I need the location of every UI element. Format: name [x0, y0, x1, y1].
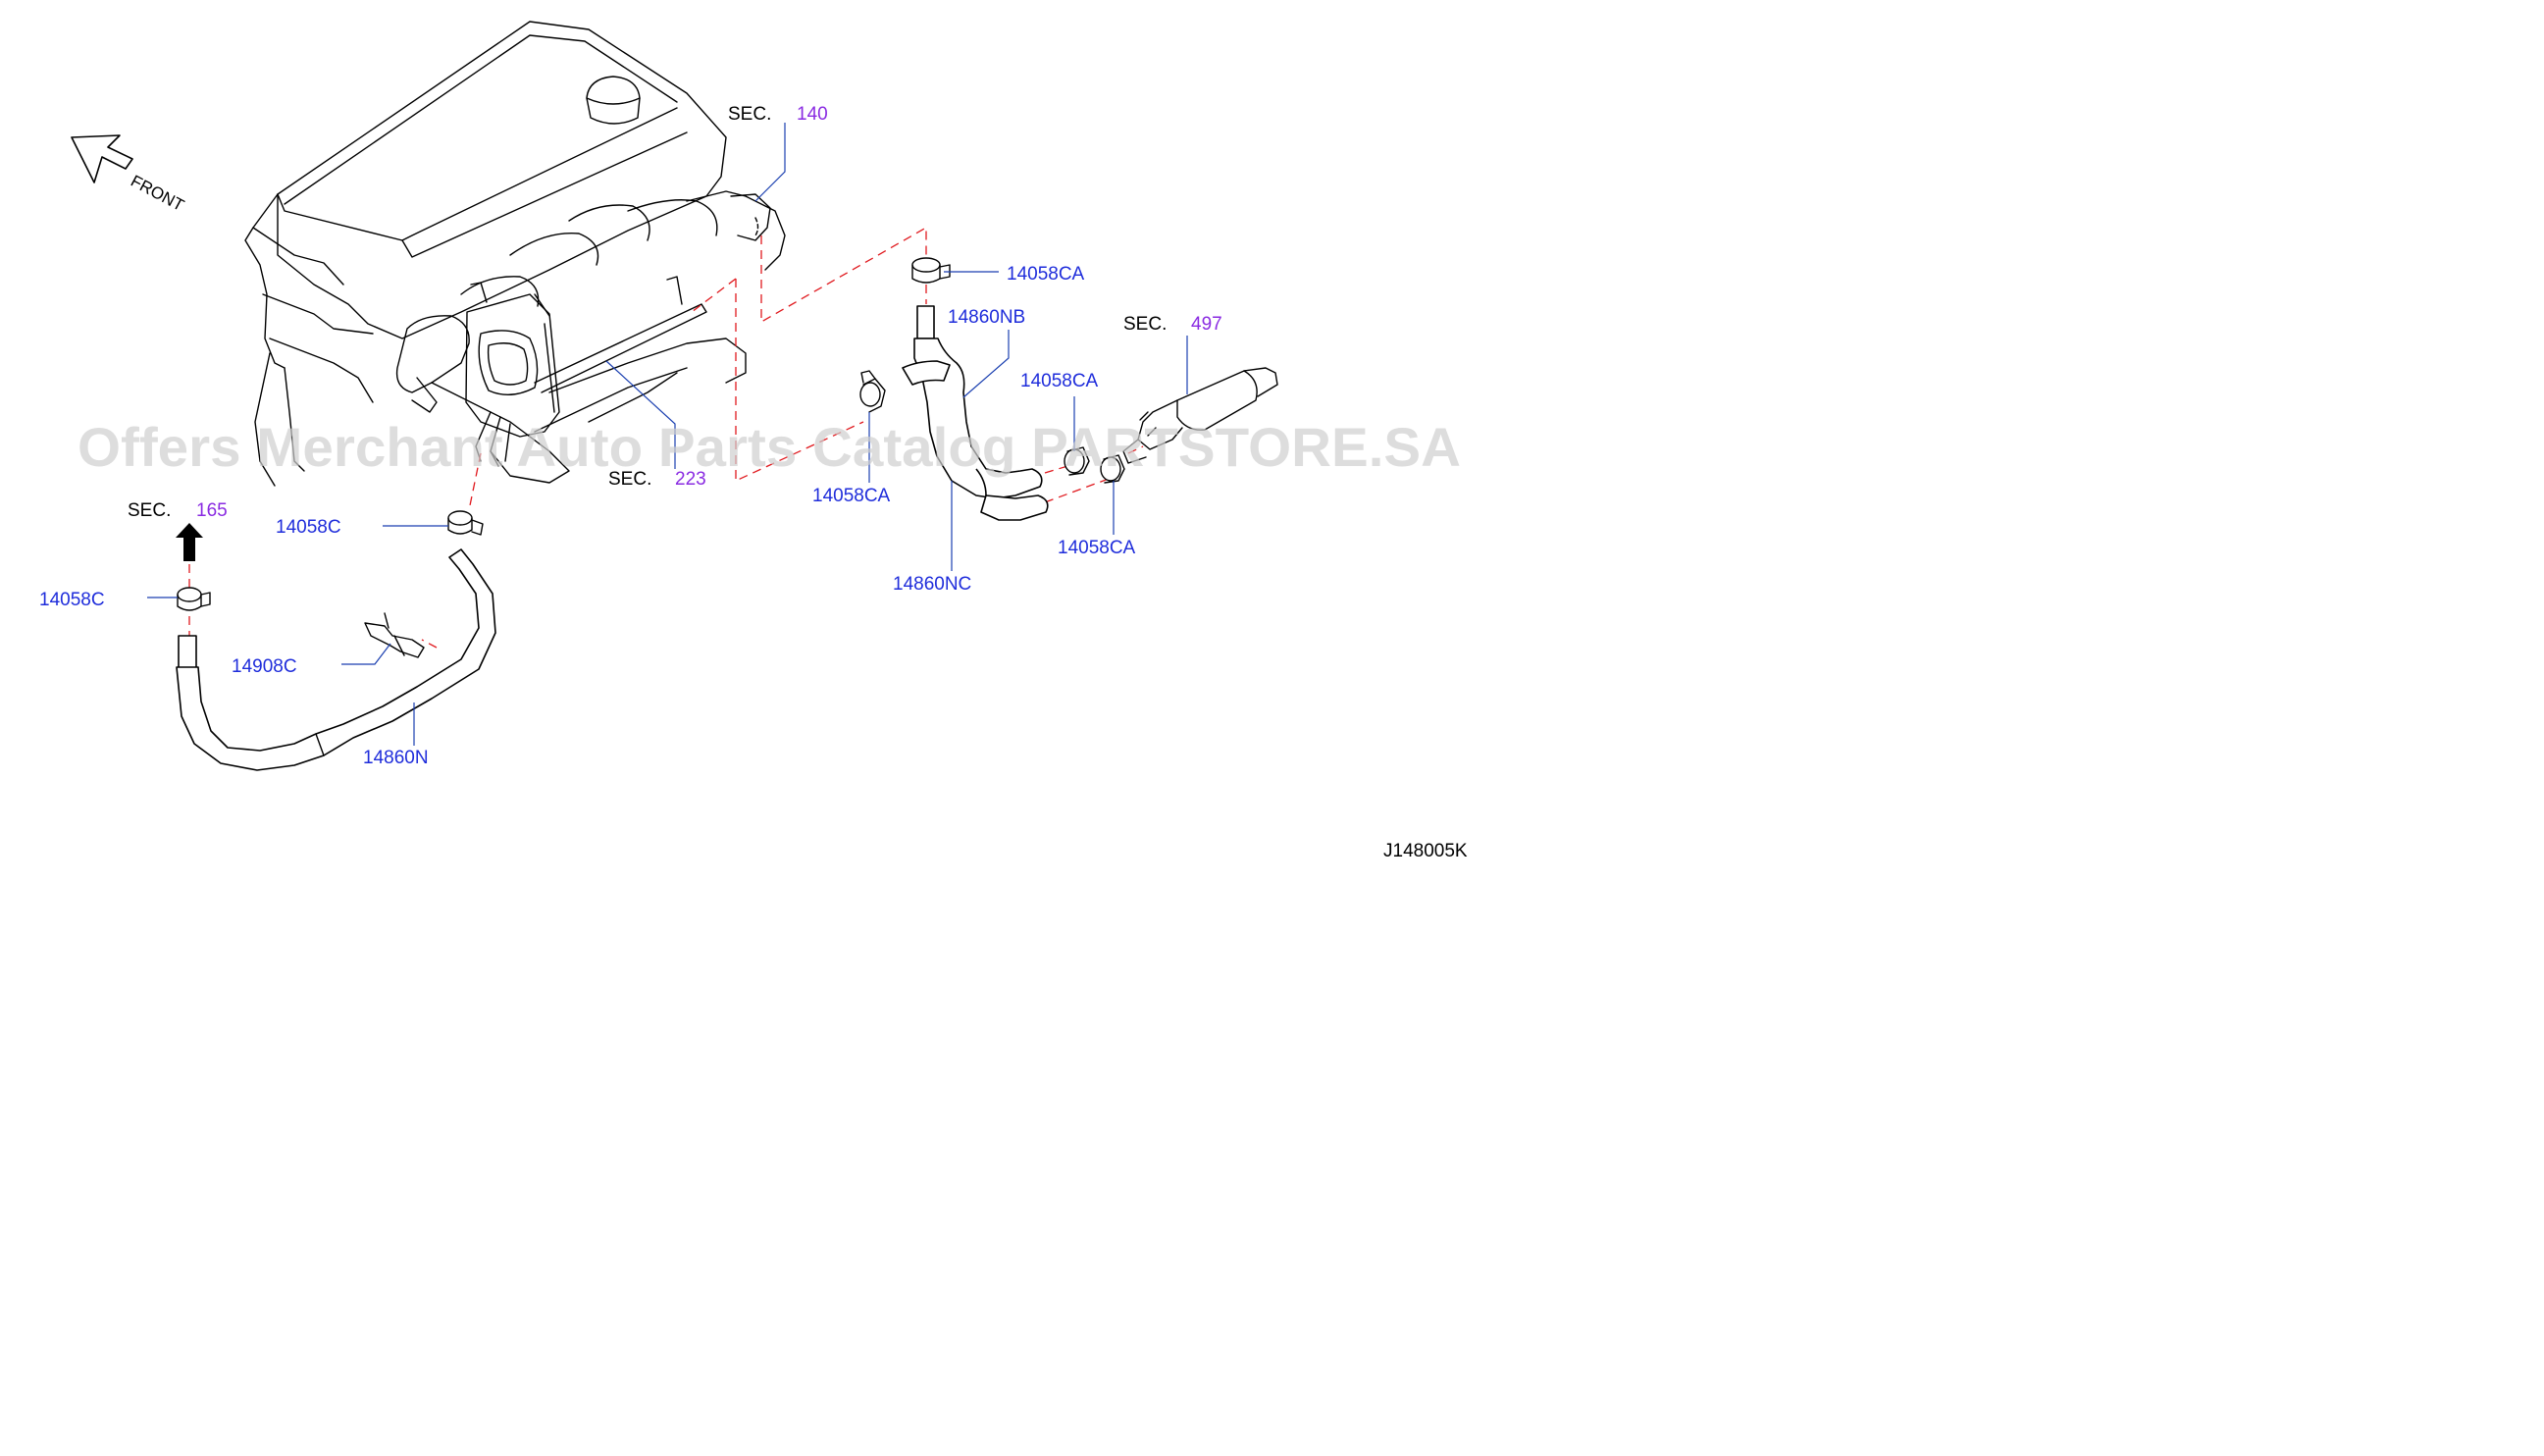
clamp-14058ca-low-drawing	[1100, 454, 1125, 484]
part-label-14058ca[interactable]: 14058CA	[1007, 264, 1085, 285]
watermark-text: Offers Merchant Auto Parts Catalog PARTS…	[78, 416, 1461, 478]
section-ref-140[interactable]: SEC. 140	[728, 104, 828, 125]
part-label-14860nc[interactable]: 14860NC	[893, 574, 971, 595]
section-prefix: SEC.	[128, 500, 171, 521]
section-number[interactable]: 223	[675, 469, 706, 490]
section-prefix: SEC.	[728, 104, 771, 125]
section-ref-165[interactable]: SEC. 165	[128, 500, 228, 521]
engine-illustration	[244, 21, 786, 487]
front-arrow-icon	[71, 134, 133, 183]
up-arrow-icon	[176, 523, 203, 561]
part-label-14058c[interactable]: 14058C	[276, 517, 341, 538]
part-label-14860nb[interactable]: 14860NB	[948, 307, 1025, 328]
part-label-14058c[interactable]: 14058C	[39, 590, 105, 610]
section-number[interactable]: 140	[797, 104, 828, 125]
clamp-14058c-mid-drawing	[447, 510, 484, 536]
section-ref-497[interactable]: SEC. 497	[1123, 314, 1222, 335]
diagram-canvas: FRONT	[39, 21, 1468, 861]
part-label-14908c[interactable]: 14908C	[232, 656, 297, 677]
clamp-14058c-left-drawing	[177, 587, 211, 611]
section-number[interactable]: 165	[196, 500, 228, 521]
sec-497-component-drawing	[1122, 367, 1278, 464]
part-label-14058ca[interactable]: 14058CA	[1058, 538, 1136, 558]
part-label-14058ca[interactable]: 14058CA	[1020, 371, 1099, 391]
front-label: FRONT	[128, 172, 187, 215]
hose-14860nc-drawing	[975, 468, 1049, 521]
diagram-id: J148005K	[1383, 841, 1468, 861]
hose-14860n-drawing	[176, 548, 496, 771]
section-number[interactable]: 497	[1191, 314, 1222, 335]
section-ref-223[interactable]: SEC. 223	[608, 469, 706, 490]
part-label-14058ca[interactable]: 14058CA	[812, 486, 891, 506]
section-prefix: SEC.	[608, 469, 651, 490]
section-prefix: SEC.	[1123, 314, 1167, 335]
parts-diagram: FRONT	[0, 0, 1514, 886]
part-label-14860n[interactable]: 14860N	[363, 748, 429, 768]
clamp-14058ca-left-drawing	[859, 370, 886, 413]
clip-14908c-drawing	[364, 612, 425, 658]
leader-lines	[147, 123, 1188, 746]
clamp-14058ca-top-drawing	[911, 257, 951, 284]
